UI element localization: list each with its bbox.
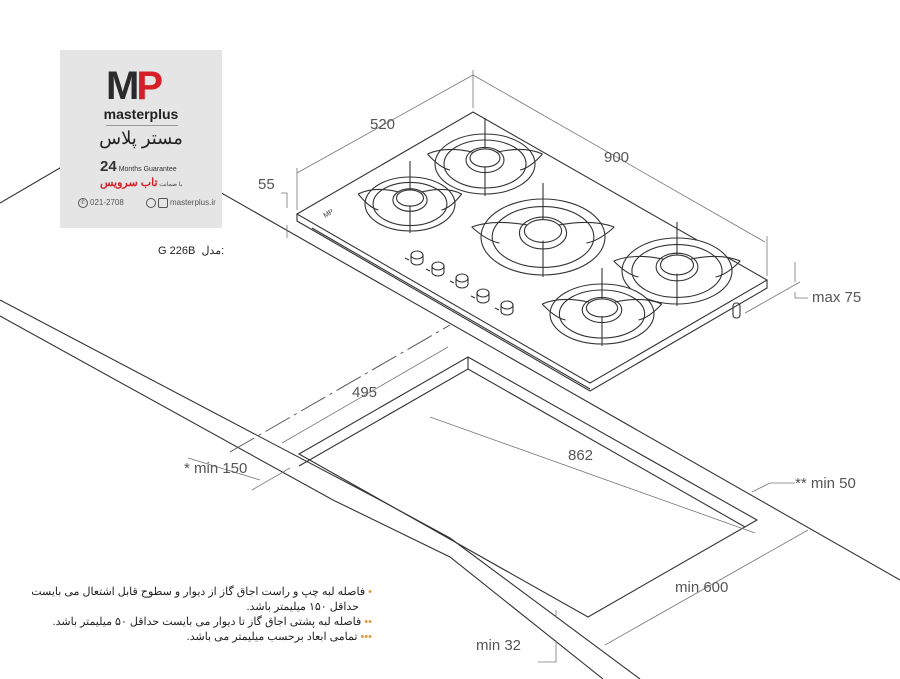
pan-support-arm <box>357 193 463 211</box>
flame-symbol-icon <box>404 257 410 261</box>
phone-number: 021-2708 <box>90 198 124 208</box>
control-knob[interactable] <box>404 250 424 266</box>
service-prefix: با ضمانت <box>159 182 183 188</box>
brand-name-en: masterplus <box>103 106 179 122</box>
brand-name-fa: مستر پلاس <box>99 128 183 148</box>
dim-height: 55 <box>258 176 275 193</box>
monogram-m: M <box>106 64 139 108</box>
pan-support <box>613 255 741 262</box>
model-caption: مدل: <box>201 245 225 257</box>
hob: MP <box>295 111 769 392</box>
hob-logo: MP <box>323 208 336 219</box>
pan-support-arm <box>427 153 543 171</box>
installation-notes: •فاصله لبه چپ و راست اجاق گاز از دیوار و… <box>31 585 372 645</box>
control-knob[interactable] <box>449 273 469 289</box>
knobs <box>404 250 514 316</box>
dim-max-below: max 75 <box>812 289 862 306</box>
note-line: •فاصله لبه چپ و راست اجاق گاز از دیوار و… <box>31 585 372 600</box>
control-knob[interactable] <box>470 288 490 304</box>
mp-monogram: MP <box>106 64 163 108</box>
phone-icon: ✆ <box>78 198 88 208</box>
note-bullet: •• <box>364 616 372 628</box>
pan-support <box>541 298 663 305</box>
burner <box>541 268 663 346</box>
knob-top <box>476 288 490 298</box>
counter-front-lower-edge <box>0 315 604 679</box>
note-text: حداقل ۱۵۰ میلیمتر باشد. <box>246 601 359 613</box>
dim-counter-depth: min 600 <box>675 579 729 596</box>
note-bullet: • <box>368 586 372 598</box>
service: با ضمانت تاب سرویس <box>100 176 182 189</box>
cutout <box>229 324 759 618</box>
service-name: تاب سرویس <box>100 177 158 189</box>
knob-top <box>431 261 445 271</box>
model-value: G 226B <box>158 245 196 257</box>
dimension-lines <box>187 70 809 663</box>
burners <box>357 118 741 346</box>
dim-cutout-depth: 495 <box>352 384 378 401</box>
burner <box>427 118 543 196</box>
phone: ✆021-2708 <box>78 198 124 208</box>
dim-side-clearance: * min 150 <box>184 460 248 477</box>
hob-edge <box>296 214 768 392</box>
pan-support-arm <box>471 226 615 244</box>
divider <box>106 125 178 126</box>
social-handle: masterplus.ir <box>170 198 216 208</box>
pan-support-arm <box>541 303 663 321</box>
note-text: فاصله لبه چپ و راست اجاق گاز از دیوار و … <box>31 586 366 598</box>
note-bullet: ••• <box>360 631 372 643</box>
dim-depth: 520 <box>370 116 396 133</box>
note-line: ••فاصله لبه پشتی اجاق گاز تا دیوار می با… <box>31 615 372 630</box>
hob-edge-line <box>311 227 591 390</box>
note-text: تمامی ابعاد برحسب میلیمتر می باشد. <box>186 631 358 643</box>
flame-symbol-icon <box>449 280 455 284</box>
note-line: حداقل ۱۵۰ میلیمتر باشد. <box>31 600 362 615</box>
burner <box>471 183 615 277</box>
knob-top <box>500 300 514 310</box>
cutout-opening <box>297 356 759 618</box>
web-icon <box>146 198 156 208</box>
pan-support <box>358 188 462 195</box>
pan-support-arm <box>613 260 741 278</box>
hob-outline-dashed <box>229 324 451 453</box>
dim-width: 900 <box>604 149 630 166</box>
instagram-icon <box>158 198 168 208</box>
guarantee-number: 24 <box>100 158 117 175</box>
burner <box>613 222 741 306</box>
control-knob[interactable] <box>494 300 514 316</box>
dim-cutout-width: 862 <box>568 447 594 464</box>
social: masterplus.ir <box>146 198 216 208</box>
knob-top <box>410 250 424 260</box>
pan-support <box>471 221 615 228</box>
pan-support <box>427 148 543 155</box>
model-label: G 226B مدل: <box>158 244 224 257</box>
guarantee-text: Months Guarantee <box>118 166 177 173</box>
flame-symbol-icon <box>470 295 476 299</box>
note-text: فاصله لبه پشتی اجاق گاز تا دیوار می بایس… <box>52 616 362 628</box>
monogram-p: P <box>136 64 163 108</box>
hob-foot <box>732 302 741 319</box>
knob-top <box>455 273 469 283</box>
flame-symbol-icon <box>494 307 500 311</box>
flame-symbol-icon <box>425 268 431 272</box>
dim-counter-thickness: min 32 <box>476 637 522 654</box>
note-line: •••تمامی ابعاد برحسب میلیمتر می باشد. <box>31 630 372 645</box>
dim-back-clearance: ** min 50 <box>795 475 856 492</box>
control-knob[interactable] <box>425 261 445 277</box>
burner <box>357 161 463 233</box>
